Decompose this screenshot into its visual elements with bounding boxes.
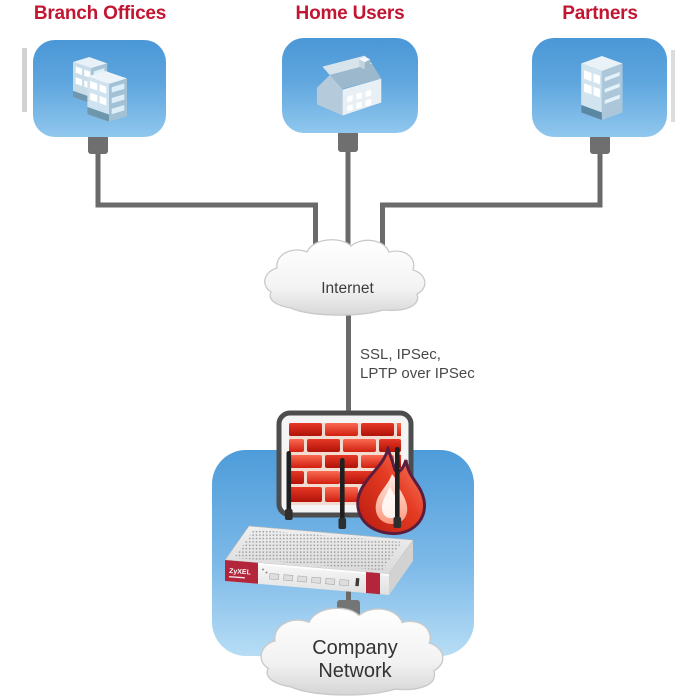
connector-stub xyxy=(338,131,358,152)
connector-stub xyxy=(88,133,108,154)
antenna-icon xyxy=(286,451,292,513)
device-brand-cap xyxy=(225,560,258,584)
company-network-cloud-icon xyxy=(260,607,444,696)
partners-node xyxy=(532,38,667,137)
connector-stub xyxy=(590,133,610,154)
connector-branch-to-internet xyxy=(95,140,318,255)
left-edge-artifact xyxy=(22,48,27,112)
internet-label: Internet xyxy=(321,280,374,297)
office-tower-icon xyxy=(580,55,623,120)
right-edge-artifact xyxy=(671,50,675,122)
home-users-title: Home Users xyxy=(295,3,405,24)
router-icon: ZyXEL xyxy=(224,525,414,595)
vpn-protocols-label: SSL, IPSec, LPTP over IPSec xyxy=(360,346,475,382)
partners-title: Partners xyxy=(562,3,638,24)
branch-offices-node xyxy=(33,40,166,137)
device-brand-label: ZyXEL xyxy=(229,568,252,577)
flame-icon xyxy=(356,446,426,535)
antenna-icons xyxy=(285,447,402,529)
branch-offices-title: Branch Offices xyxy=(33,3,167,24)
antenna-icon xyxy=(395,447,400,521)
home-users-node xyxy=(282,38,418,133)
office-buildings-icon xyxy=(72,56,127,122)
connector-partners-to-internet xyxy=(380,140,603,255)
antenna-icon xyxy=(340,458,345,522)
internet-cloud-icon xyxy=(264,239,426,316)
company-network-label: Company Network xyxy=(312,637,398,682)
house-icon xyxy=(316,55,382,115)
